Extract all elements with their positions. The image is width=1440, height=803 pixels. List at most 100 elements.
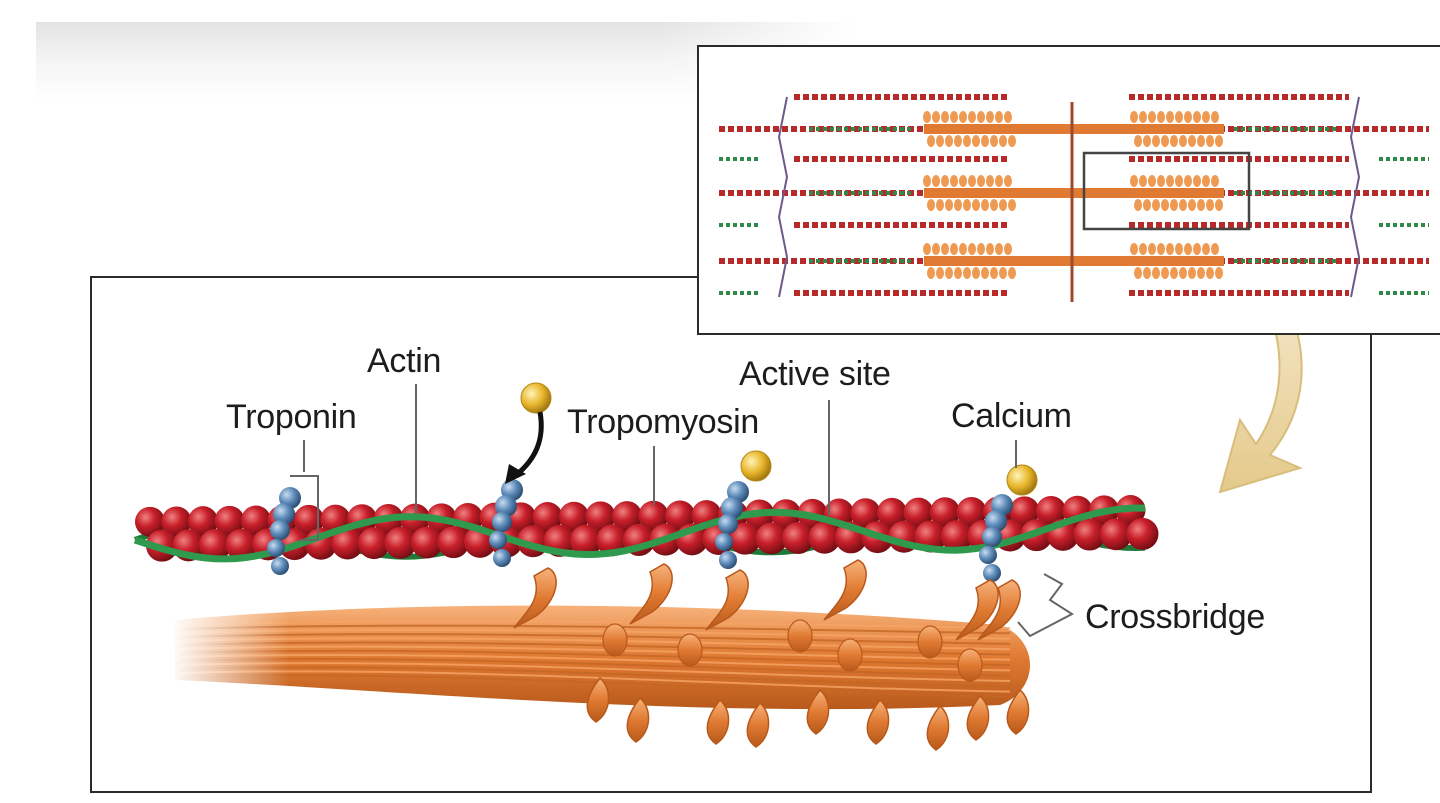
inset-myosin-head bbox=[1184, 243, 1192, 255]
troponin-subunit bbox=[489, 531, 507, 549]
myosin-strand bbox=[179, 633, 1011, 645]
myosin-strand bbox=[179, 645, 1011, 661]
actin-bead bbox=[358, 527, 390, 560]
actin-bead bbox=[188, 506, 218, 537]
myosin-head bbox=[866, 698, 890, 745]
inset-thick-filament bbox=[924, 124, 1224, 134]
troponin-subunit bbox=[271, 557, 289, 575]
myosin-head bbox=[677, 633, 703, 667]
inset-myosin-head bbox=[1139, 243, 1147, 255]
myosin-head bbox=[705, 569, 749, 631]
inset-myosin-head bbox=[1134, 199, 1142, 211]
inset-myosin-head bbox=[936, 135, 944, 147]
label-active-site: Active site bbox=[739, 355, 891, 393]
myosin-head bbox=[746, 701, 770, 748]
troponin-subunit bbox=[983, 564, 1001, 582]
myosin-head bbox=[513, 567, 557, 629]
inset-myosin-head bbox=[1004, 175, 1012, 187]
actin-bead bbox=[135, 506, 165, 537]
inset-myosin-head bbox=[1179, 267, 1187, 279]
inset-myosin-head bbox=[1197, 199, 1205, 211]
inset-thick-filament bbox=[924, 256, 1224, 266]
inset-myosin-head bbox=[995, 243, 1003, 255]
inset-myosin-head bbox=[1202, 243, 1210, 255]
inset-myosin-head bbox=[1179, 199, 1187, 211]
troponin-complex bbox=[489, 479, 523, 567]
inset-myosin-head bbox=[968, 111, 976, 123]
troponin-complexes bbox=[267, 479, 1013, 582]
inset-myosin-head bbox=[936, 199, 944, 211]
myosin-strand bbox=[179, 649, 1011, 667]
actin-bead bbox=[877, 497, 907, 528]
actin-bead bbox=[161, 506, 192, 537]
actin-bead bbox=[1073, 518, 1106, 551]
inset-myosin-head bbox=[1193, 243, 1201, 255]
inset-myosin-head bbox=[1170, 199, 1178, 211]
myosin-head bbox=[917, 625, 943, 659]
inset-myosin-head bbox=[1152, 267, 1160, 279]
inset-myosin-head bbox=[1143, 267, 1151, 279]
inset-myosin-head bbox=[977, 175, 985, 187]
inset-myosin-head bbox=[1130, 243, 1138, 255]
inset-myosin-head bbox=[1166, 111, 1174, 123]
actin-bead bbox=[612, 501, 642, 532]
actin-bead bbox=[241, 505, 271, 536]
myosin-head bbox=[586, 676, 610, 723]
label-tropomyosin: Tropomyosin bbox=[567, 403, 759, 441]
inset-myosin-head bbox=[1202, 111, 1210, 123]
inset-myosin-head bbox=[959, 111, 967, 123]
myosin-strand bbox=[179, 620, 1011, 629]
myosin-body-shape bbox=[175, 605, 1030, 710]
calcium-ion bbox=[520, 382, 552, 414]
actin-bead bbox=[331, 527, 364, 560]
actin-bead bbox=[411, 526, 443, 559]
inset-myosin-head bbox=[1139, 175, 1147, 187]
inset-myosin-head bbox=[1211, 111, 1219, 123]
sarcomere-inset-frame bbox=[697, 45, 1440, 335]
zoom-region-box bbox=[1082, 151, 1251, 231]
inset-myosin-head bbox=[972, 135, 980, 147]
inset-myosin-head bbox=[1139, 111, 1147, 123]
inset-thick-filament bbox=[924, 188, 1224, 198]
myosin-head bbox=[966, 694, 990, 741]
actin-bead bbox=[1009, 496, 1040, 527]
inset-myosin-head bbox=[959, 243, 967, 255]
inset-myosin-head bbox=[1188, 267, 1196, 279]
inset-myosin-head bbox=[1175, 111, 1183, 123]
myosin-head bbox=[823, 559, 867, 621]
inset-myosin-head bbox=[1175, 243, 1183, 255]
myosin-head bbox=[926, 704, 950, 751]
inset-myosin-head bbox=[1008, 135, 1016, 147]
inset-myosin-head bbox=[1008, 199, 1016, 211]
inset-myosin-head bbox=[1148, 175, 1156, 187]
myosin-head bbox=[977, 579, 1021, 641]
myosin-strand bbox=[179, 666, 1011, 688]
inset-myosin-head bbox=[927, 267, 935, 279]
myosin-heads bbox=[513, 559, 1030, 751]
inset-myosin-head bbox=[945, 199, 953, 211]
inset-myosin-head bbox=[990, 199, 998, 211]
myosin-head bbox=[706, 698, 730, 745]
inset-myosin-head bbox=[1170, 267, 1178, 279]
inset-myosin-head bbox=[1161, 267, 1169, 279]
inset-myosin-head bbox=[927, 135, 935, 147]
actin-bead bbox=[225, 528, 258, 561]
label-actin: Actin bbox=[367, 342, 442, 380]
inset-myosin-head bbox=[1206, 135, 1214, 147]
label-troponin: Troponin bbox=[226, 398, 357, 436]
myosin-strand bbox=[179, 653, 1011, 672]
inset-myosin-head bbox=[1193, 111, 1201, 123]
troponin-subunit bbox=[718, 514, 738, 534]
inset-myosin-head bbox=[1161, 199, 1169, 211]
myosin-strand bbox=[179, 624, 1011, 635]
inset-myosin-head bbox=[941, 243, 949, 255]
inset-myosin-head bbox=[1170, 135, 1178, 147]
inset-myosin-head bbox=[972, 199, 980, 211]
inset-myosin-head bbox=[936, 267, 944, 279]
actin-bead bbox=[384, 526, 417, 559]
inset-myosin-head bbox=[1130, 111, 1138, 123]
myosin-strand bbox=[179, 658, 1011, 677]
troponin-subunit bbox=[979, 546, 997, 564]
inset-myosin-head bbox=[1152, 135, 1160, 147]
